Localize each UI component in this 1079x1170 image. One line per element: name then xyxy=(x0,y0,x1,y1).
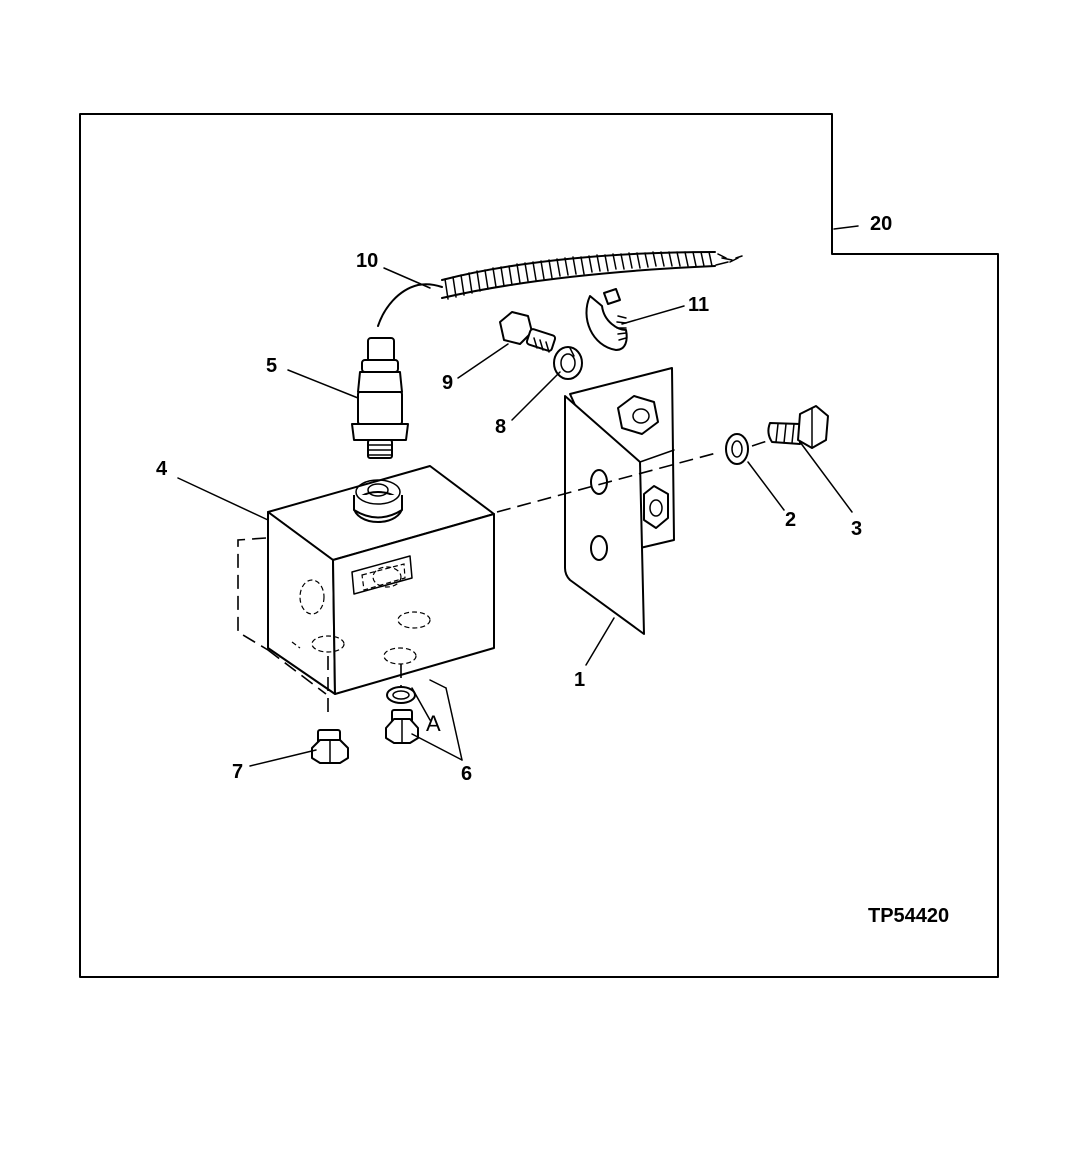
callout-11: 11 xyxy=(688,294,709,316)
cable-clamp-part xyxy=(585,288,628,351)
callout-1: 1 xyxy=(574,669,585,691)
mounting-bracket-part xyxy=(564,367,675,635)
diagram-frame xyxy=(79,113,999,978)
phantom-outline xyxy=(237,537,327,695)
figure-reference: TP54420 xyxy=(868,905,949,927)
callout-10: 10 xyxy=(356,250,378,272)
callout-8: 8 xyxy=(495,416,506,438)
callout-3: 3 xyxy=(851,518,862,540)
coiled-cable-part xyxy=(377,251,743,327)
plug-part xyxy=(311,729,349,764)
lock-washer-2-part xyxy=(725,433,749,465)
cap-screw-part xyxy=(767,405,829,449)
callout-9: 9 xyxy=(442,372,453,394)
callout-6: 6 xyxy=(461,763,472,785)
callout-5: 5 xyxy=(266,355,277,377)
leader-lines xyxy=(177,267,853,767)
pressure-sensor-part xyxy=(351,337,409,459)
callout-4: 4 xyxy=(156,458,168,480)
callout-7: 7 xyxy=(232,761,243,783)
detail-letter-a: A xyxy=(426,711,441,736)
callout-2: 2 xyxy=(785,509,796,531)
manifold-block-part xyxy=(267,465,495,695)
fitting-bolt-part xyxy=(499,311,557,353)
lock-washer-8-part xyxy=(553,346,583,380)
assembly-centerlines xyxy=(327,439,771,716)
callout-20: 20 xyxy=(870,213,892,235)
plug-with-oring-part xyxy=(385,686,419,744)
frame-callout-leader xyxy=(833,225,859,230)
